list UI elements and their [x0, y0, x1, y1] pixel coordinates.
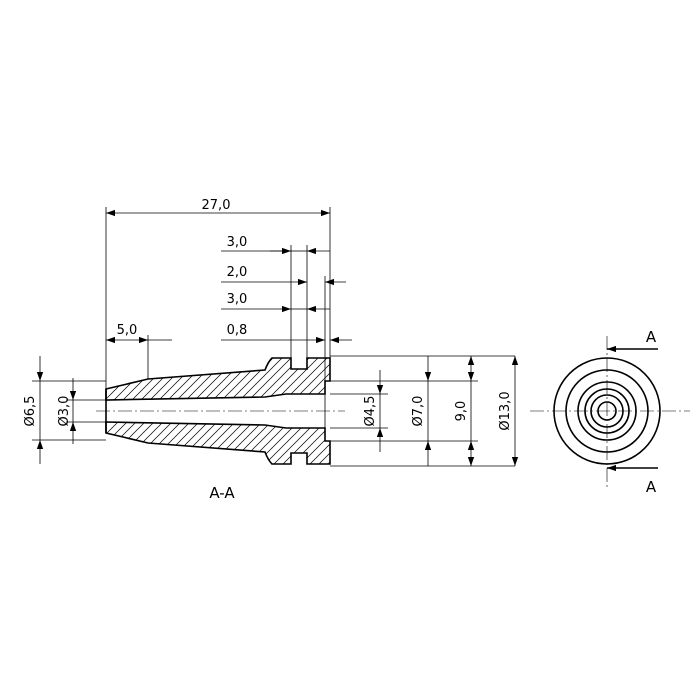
hatch-line [275, 422, 330, 464]
hatch-line [257, 422, 329, 464]
tip-outer-circle [590, 394, 624, 428]
dimensions-left: Ø6,5 Ø3,0 [23, 356, 106, 464]
hatch-line [357, 340, 417, 400]
hatch-line [375, 410, 445, 480]
hatch-line [106, 358, 148, 400]
hatch-line [366, 340, 426, 400]
groove-circle [565, 369, 649, 453]
outline-lower [105, 421, 331, 465]
hatch-line [176, 358, 238, 400]
dim-dia-6-5: Ø6,5 [23, 396, 38, 427]
hatch-line [266, 422, 330, 464]
hatch-line [375, 340, 435, 400]
dim-dia-4-5: Ø4,5 [363, 396, 378, 427]
hatch-line [339, 340, 399, 400]
dimensions-top: 27,0 3,0 2,0 3,0 0,8 5,0 [105, 198, 352, 389]
hatch-line [194, 422, 266, 464]
hatching-lower [106, 410, 445, 480]
hatch-line [248, 358, 310, 400]
hatch-line [194, 358, 256, 400]
bore-line-top [105, 396, 266, 401]
hatch-line [329, 358, 330, 400]
hatch-line [311, 358, 330, 400]
body-circle [577, 381, 637, 441]
cut-mark-bottom: A [646, 478, 657, 496]
hatch-line [106, 358, 157, 400]
hatch-line [275, 358, 330, 400]
hatch-line [106, 358, 166, 400]
dim-dia-7-0: Ø7,0 [411, 396, 426, 427]
hatch-line [266, 358, 328, 400]
hatch-line [221, 358, 283, 400]
hatch-line [393, 340, 453, 400]
hatch-line [185, 422, 257, 464]
hatch-line [131, 358, 193, 400]
hatch-line [140, 358, 202, 400]
end-view: A A [530, 328, 690, 496]
hatch-line [384, 340, 444, 400]
dim-groove-2: 2,0 [227, 265, 248, 280]
hatch-line [239, 422, 311, 464]
bore-line-bottom [105, 421, 266, 426]
hatch-line [302, 358, 330, 400]
hatch-line [320, 422, 330, 464]
dimensions-right: Ø4,5 Ø7,0 9,0 Ø13,0 [330, 355, 519, 467]
hatch-line [106, 422, 158, 464]
hatch-line [106, 358, 139, 400]
bore-circle [584, 388, 630, 434]
hatch-line [106, 358, 130, 400]
hatch-line [230, 422, 302, 464]
dim-overall-length: 27,0 [202, 198, 231, 213]
hatch-line [284, 358, 330, 400]
hatch-line [106, 422, 140, 464]
section-view [96, 340, 453, 480]
hatch-line [248, 422, 320, 464]
hatch-line [176, 422, 248, 464]
hatch-line [106, 358, 121, 400]
dim-flange: 0,8 [227, 323, 248, 338]
hatch-line [158, 422, 230, 464]
section-label: A-A [209, 484, 235, 502]
dim-width-9-0: 9,0 [454, 401, 469, 422]
hatch-line [167, 358, 229, 400]
hatch-line [106, 422, 149, 464]
hatch-line [348, 340, 408, 400]
outline-upper [105, 357, 331, 401]
hatch-line [113, 358, 175, 400]
hatch-line [185, 358, 247, 400]
hatch-line [293, 358, 330, 400]
dim-taper: 5,0 [117, 323, 138, 338]
tip-bore-circle [597, 401, 617, 421]
hatch-line [122, 358, 184, 400]
hatch-line [284, 422, 330, 464]
dim-groove-3b: 3,0 [227, 292, 248, 307]
cut-mark-top: A [646, 328, 657, 346]
hatch-line [257, 358, 319, 400]
dim-dia-13-0: Ø13,0 [498, 391, 513, 430]
hatch-line [167, 422, 239, 464]
hatch-line [149, 422, 221, 464]
hatch-line [348, 410, 418, 480]
hatch-line [203, 422, 275, 464]
hatch-line [239, 358, 301, 400]
hatch-line [158, 358, 220, 400]
dim-dia-3-0: Ø3,0 [57, 396, 72, 427]
hatch-line [212, 422, 284, 464]
hatch-line [293, 422, 330, 464]
outer-flange-circle [553, 357, 661, 465]
hatch-line [149, 358, 211, 400]
hatch-line [221, 422, 293, 464]
dim-groove-3a: 3,0 [227, 235, 248, 250]
